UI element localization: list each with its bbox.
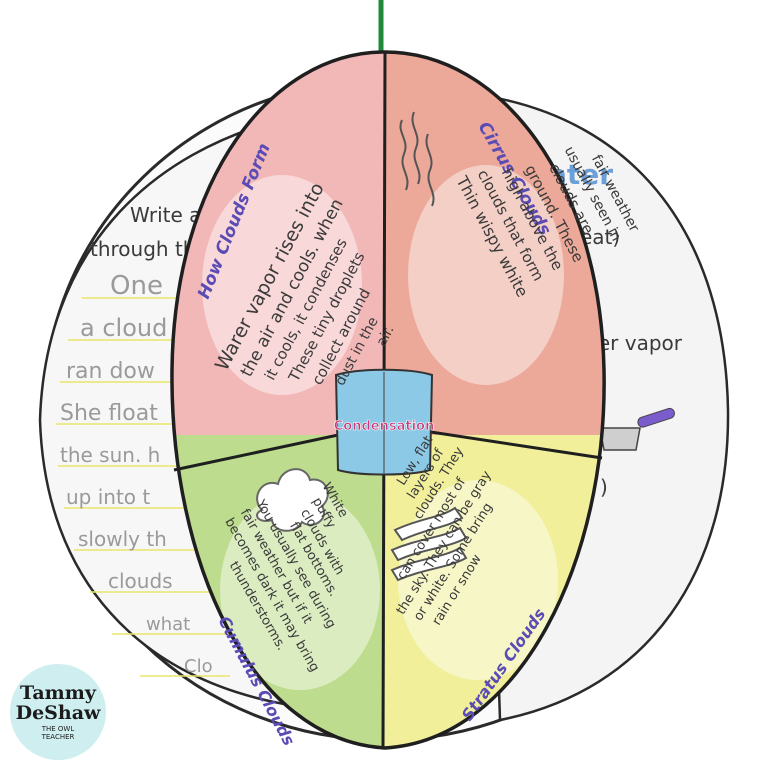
puffy-cloud-icon xyxy=(256,468,329,532)
pan-icon xyxy=(599,407,675,451)
back-left-line-6: the sun. h xyxy=(60,443,160,467)
condensation-badge: Condensation xyxy=(333,368,435,476)
logo-line-2: DeShaw xyxy=(15,702,101,724)
back-left-line-9: clouds xyxy=(108,569,173,593)
back-right-line-3: ) xyxy=(600,475,608,499)
tammy-deshaw-logo: Tammy DeShaw THE OWL TEACHER xyxy=(10,664,106,760)
back-left-line-4: ran dow xyxy=(66,359,155,384)
logo-line-1: Tammy xyxy=(20,682,96,704)
ornament-outline xyxy=(170,50,606,750)
back-left-line-10: what xyxy=(146,614,190,635)
back-left-line-5: She float xyxy=(60,401,158,426)
back-left-line-11: Clo xyxy=(184,656,213,677)
center-label: Condensation xyxy=(334,419,434,434)
wispy-cloud-icon xyxy=(399,111,435,207)
back-left-line-2: One xyxy=(110,271,163,301)
front-ornament xyxy=(171,52,605,748)
back-left-line-3: a cloud xyxy=(80,314,167,342)
logo-line-3: THE OWL xyxy=(41,725,75,733)
back-left-line-8: slowly th xyxy=(78,527,167,551)
layered-cloud-icon xyxy=(390,506,468,582)
back-right-line-2: ter vapor xyxy=(590,331,683,355)
logo-line-4: TEACHER xyxy=(41,733,75,741)
back-left-line-7: up into t xyxy=(66,485,150,509)
